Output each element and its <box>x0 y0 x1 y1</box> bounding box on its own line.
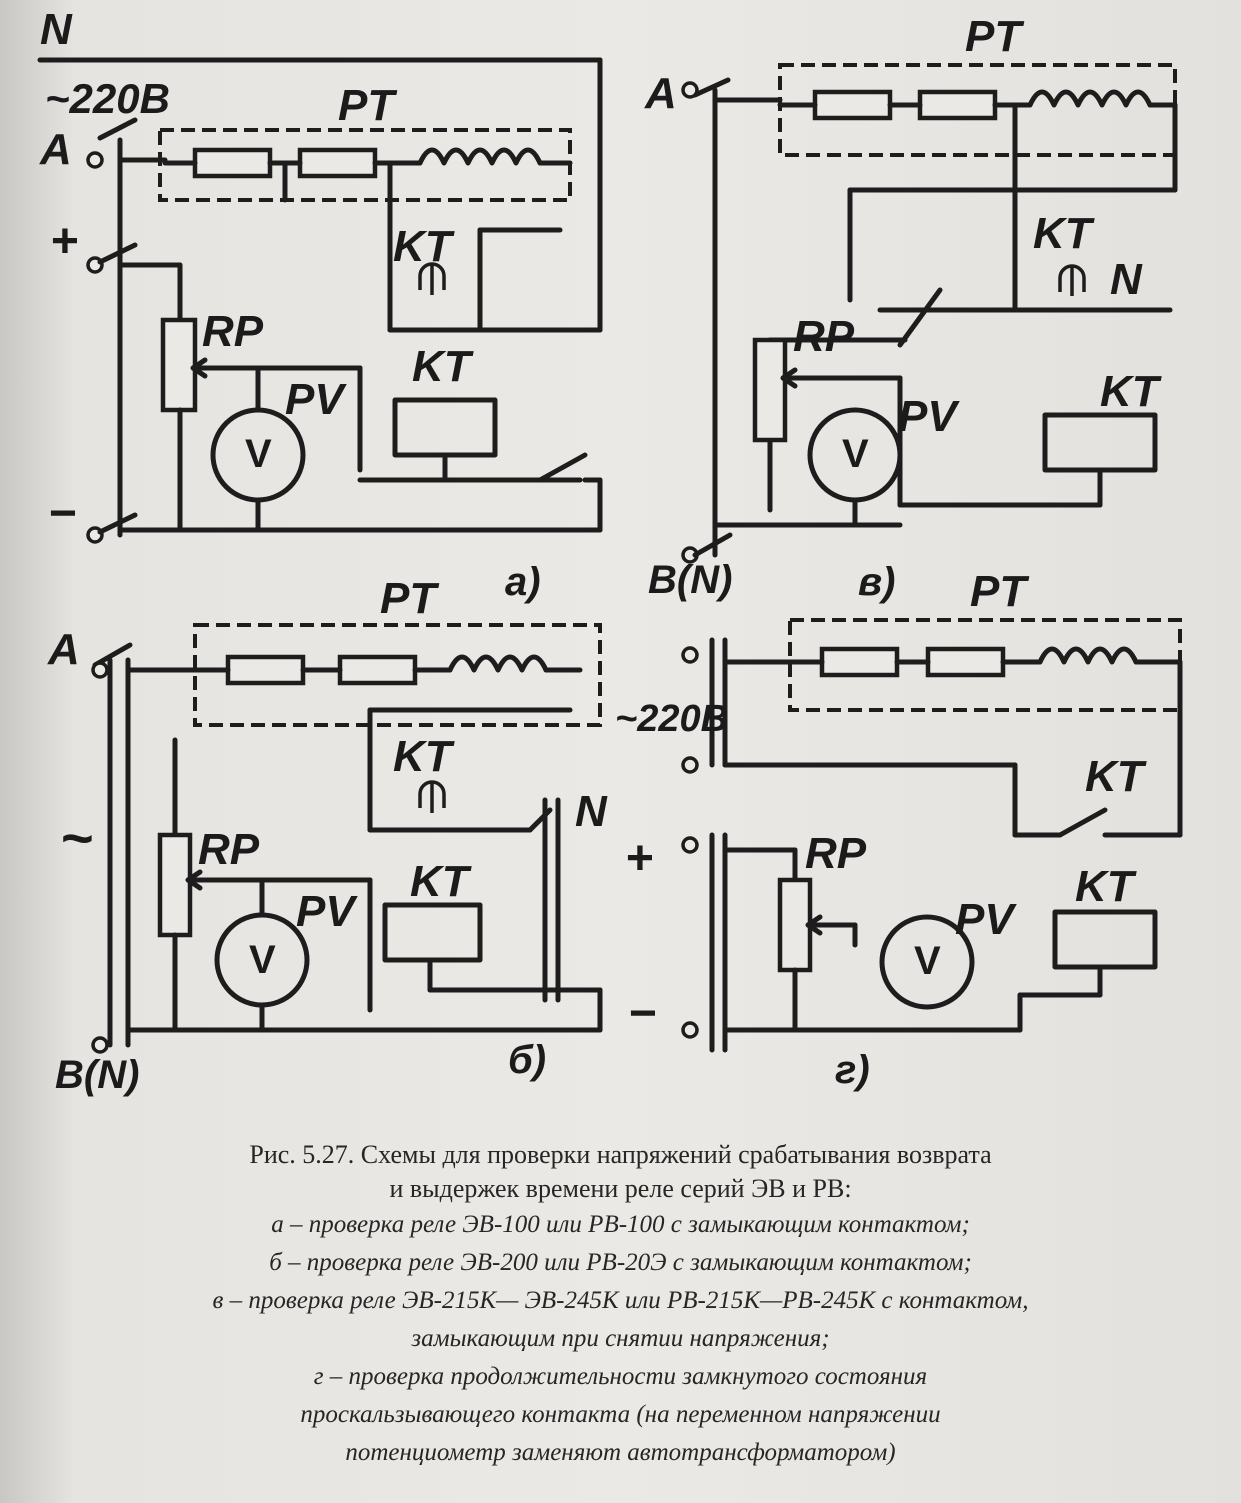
sublabel-g: г) <box>835 1048 870 1092</box>
label-minus: − <box>48 487 77 540</box>
caption-item: в – проверка реле ЭВ-215К— ЭВ-245К или Р… <box>212 1287 1029 1314</box>
label-pt: PT <box>970 567 1027 616</box>
label-rp: RP <box>202 307 264 356</box>
label-kt-coil: KT <box>1033 209 1092 258</box>
label-plus: + <box>50 215 79 268</box>
label-a: A <box>40 125 72 174</box>
caption-title-line2: и выдержек времени реле серий ЭВ и РВ: <box>389 1174 852 1203</box>
label-pt: PT <box>380 574 437 623</box>
relay-test-schematics <box>37 57 1183 1054</box>
schematic-b <box>91 623 603 1054</box>
label-kt-coil: KT <box>393 222 452 271</box>
voltmeter-symbol: V <box>249 938 276 982</box>
caption-item: замыкающим при снятии напряжения; <box>411 1325 830 1352</box>
label-kt-relay: KT <box>1075 862 1134 911</box>
figure-caption: Рис. 5.27. Схемы для проверки напряжений… <box>0 1138 1241 1472</box>
label-bn: B(N) <box>55 1053 140 1097</box>
label-n: N <box>40 5 72 54</box>
label-tilde: ~ <box>60 806 93 869</box>
label-n: N <box>575 787 607 836</box>
caption-item: потенциометр заменяют автотрансформаторо… <box>345 1439 896 1466</box>
label-kt-relay: KT <box>410 857 469 906</box>
voltmeter-symbol: V <box>842 432 869 476</box>
label-rp: RP <box>805 829 867 878</box>
caption-item: а – проверка реле ЭВ-100 или РВ-100 с за… <box>271 1211 970 1238</box>
label-kt-contact: KT <box>412 342 471 391</box>
caption-title-line1: Рис. 5.27. Схемы для проверки напряжений… <box>249 1140 992 1169</box>
voltmeter-symbol: V <box>245 432 272 476</box>
caption-item: б – проверка реле ЭВ-200 или РВ-20Э с за… <box>269 1249 972 1276</box>
schematic-g <box>681 618 1183 1053</box>
label-supply: ~220В <box>45 75 170 122</box>
label-pv: PV <box>285 375 344 424</box>
sublabel-a: а) <box>505 560 541 604</box>
label-rp: RP <box>793 312 855 361</box>
label-a: A <box>48 625 80 674</box>
voltmeter-symbol: V <box>914 939 941 983</box>
label-kt-relay: KT <box>1100 367 1159 416</box>
label-a: A <box>645 69 677 118</box>
label-supply: ~220В <box>615 698 729 740</box>
label-kt-coil: KT <box>393 732 452 781</box>
caption-item: проскальзывающего контакта (на переменно… <box>300 1401 941 1428</box>
label-pt: PT <box>965 12 1022 61</box>
label-kt-contact: KT <box>1085 752 1144 801</box>
label-plus: + <box>625 832 654 885</box>
sublabel-v: в) <box>858 560 896 604</box>
label-bn: B(N) <box>648 558 733 602</box>
sublabel-b: б) <box>508 1038 547 1082</box>
label-minus: − <box>628 987 657 1040</box>
label-pv: PV <box>955 895 1014 944</box>
label-pv: PV <box>296 887 355 936</box>
label-rp: RP <box>198 825 260 874</box>
schematic-a <box>37 57 603 544</box>
schematic-v <box>681 63 1178 564</box>
label-pt: PT <box>338 81 395 130</box>
label-n: N <box>1110 255 1142 304</box>
caption-item: г – проверка продолжительности замкнутог… <box>313 1363 928 1390</box>
label-pv: PV <box>898 392 957 441</box>
